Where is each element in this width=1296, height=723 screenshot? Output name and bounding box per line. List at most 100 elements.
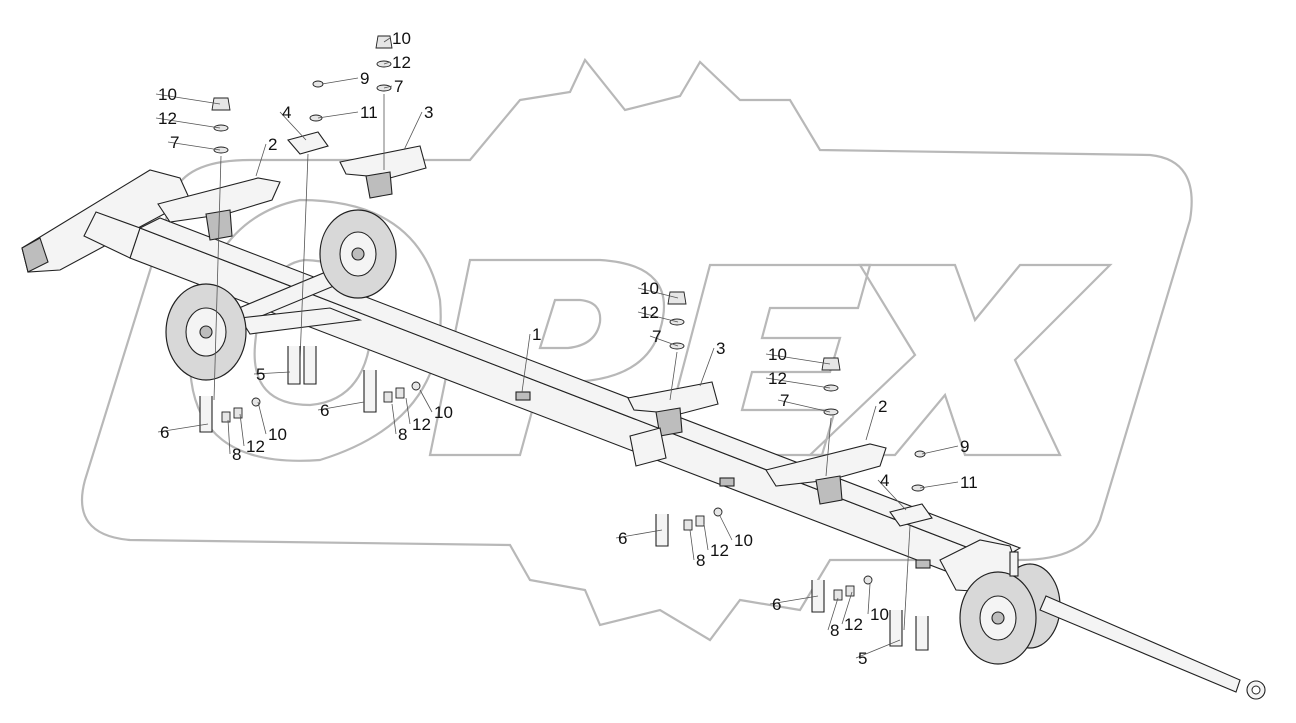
callout-6: 6 [317, 401, 365, 420]
callout-2: 2 [865, 397, 887, 441]
callout-10: 10 [637, 279, 679, 299]
callout-number: 2 [268, 135, 277, 154]
callout-3: 3 [699, 339, 725, 387]
callout-leader-line [155, 93, 221, 105]
callout-number: 9 [360, 69, 369, 88]
plate-4-left [287, 131, 329, 155]
callout-9: 9 [321, 69, 369, 88]
callout-number: 9 [960, 437, 969, 456]
callout-leader-line [769, 595, 819, 605]
nut-square [221, 411, 231, 423]
callout-number: 7 [780, 391, 789, 410]
nut-square [395, 387, 405, 399]
callout-12: 12 [703, 523, 729, 560]
callout-leader-line [637, 287, 679, 299]
nut [821, 357, 841, 371]
callout-8: 8 [689, 529, 705, 570]
callout-8: 8 [827, 597, 839, 640]
washer [213, 124, 229, 132]
callout-number: 3 [424, 103, 433, 122]
callout-6: 6 [769, 595, 819, 614]
washer [376, 60, 392, 68]
callout-leader-line [419, 389, 433, 413]
callout-leader-line [827, 597, 839, 631]
washer [823, 408, 839, 416]
opex-watermark [80, 57, 1193, 642]
callout-leader-line [383, 85, 393, 89]
washer [213, 146, 229, 154]
bracket-body [157, 177, 281, 223]
callout-7: 7 [383, 77, 403, 96]
callout-leader-line [703, 523, 709, 551]
callout-12: 12 [637, 303, 679, 323]
callout-leader-line [765, 377, 831, 389]
callout-number: 8 [398, 425, 407, 444]
nut-square [683, 519, 693, 531]
callout-leader-line [317, 401, 365, 411]
callout-leader-line [921, 445, 959, 455]
callout-number: 12 [412, 415, 431, 434]
bracket-clamp [815, 475, 843, 505]
callout-10: 10 [419, 389, 453, 422]
callout-number: 12 [246, 437, 265, 456]
callout-leader-line [855, 639, 901, 659]
callout-number: 10 [870, 605, 889, 624]
assembly-guide [669, 351, 678, 401]
callout-leader-line [383, 37, 391, 43]
nut-square [695, 515, 705, 527]
callout-leader-line [867, 583, 871, 615]
callout-10: 10 [383, 29, 411, 48]
hardware-stack-left [211, 35, 393, 401]
u-bolt [363, 370, 377, 413]
u-bolt [287, 346, 301, 385]
callout-number: 12 [640, 303, 659, 322]
washer [713, 507, 723, 517]
bracket-3-middle [627, 381, 719, 467]
callout-leader-line [255, 143, 267, 177]
callout-number: 2 [878, 397, 887, 416]
callout-number: 10 [268, 425, 287, 444]
nut-square [833, 589, 843, 601]
u-bolt [915, 616, 929, 651]
callout-8: 8 [227, 419, 241, 464]
callout-12: 12 [841, 591, 863, 634]
watermark-letter-x [807, 263, 1113, 457]
callout-leader-line [615, 529, 663, 539]
callout-number: 6 [618, 529, 627, 548]
callout-number: 12 [768, 369, 787, 388]
callout-11: 11 [919, 473, 978, 492]
washer [411, 381, 421, 391]
arm-bracket [21, 237, 49, 273]
callout-12: 12 [765, 369, 831, 389]
callout-number: 4 [880, 471, 889, 490]
callout-number: 10 [640, 279, 659, 298]
callout-leader-line [405, 397, 411, 425]
callout-number: 5 [256, 365, 265, 384]
callout-7: 7 [649, 327, 679, 347]
callout-10: 10 [765, 345, 831, 365]
callout-number: 8 [830, 621, 839, 640]
callout-9: 9 [921, 437, 969, 456]
callout-3: 3 [403, 103, 433, 151]
callout-number: 12 [710, 541, 729, 560]
bracket-body [765, 443, 887, 487]
callout-number: 1 [532, 325, 541, 344]
nut [211, 97, 231, 111]
hitch-jack [1009, 551, 1019, 577]
assembly-guide [299, 153, 309, 361]
callout-leader-line [403, 111, 423, 151]
callout-12: 12 [383, 53, 411, 72]
nut-square [845, 585, 855, 597]
callout-number: 4 [282, 103, 291, 122]
plate-4-right [889, 503, 933, 527]
nut-small [312, 80, 324, 88]
callout-10: 10 [257, 401, 287, 444]
callout-number: 10 [158, 85, 177, 104]
callout-2: 2 [255, 135, 277, 177]
bracket-2-middle [765, 443, 887, 505]
bracket-body [627, 381, 719, 415]
callout-leader-line [699, 347, 715, 387]
callout-leader-line [253, 371, 291, 375]
callout-10: 10 [719, 515, 753, 550]
callout-leader-line [521, 333, 531, 393]
